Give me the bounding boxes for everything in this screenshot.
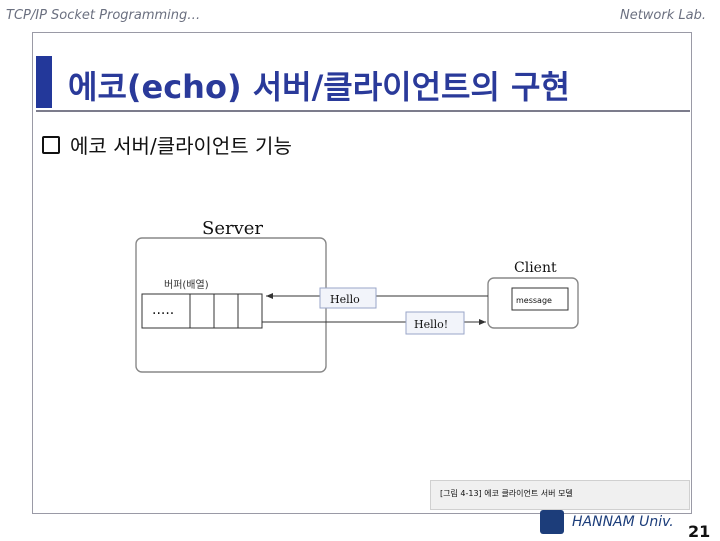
hello-text-bottom: Hello! <box>414 318 448 331</box>
hello-text-top: Hello <box>330 293 360 306</box>
bullet-text: 에코 서버/클라이언트 기능 <box>70 134 292 158</box>
figure-caption: [그림 4-13] 에코 클라이언트 서버 모델 <box>440 489 573 498</box>
hello-message-top <box>319 287 377 309</box>
header-lab-name: Network Lab. <box>619 8 706 23</box>
bullet-item: 에코 서버/클라이언트 기능 <box>42 130 292 159</box>
echo-diagram: Server 버퍼(배열) ····· Client message Hello… <box>135 218 579 373</box>
client-message-text: message <box>516 296 552 305</box>
buffer-array <box>141 293 263 329</box>
title-accent-bar <box>36 56 52 108</box>
page-number: 21 <box>688 522 711 541</box>
university-logo-icon <box>540 510 564 534</box>
footer-university: HANNAM Univ. <box>572 514 674 530</box>
title-underline <box>36 110 690 112</box>
client-message-box <box>511 287 569 311</box>
buffer-dots: ····· <box>152 306 174 322</box>
hello-message-bottom <box>405 311 465 335</box>
checkbox-bullet-icon <box>42 135 60 154</box>
server-label: Server <box>202 218 263 239</box>
client-label: Client <box>514 260 557 276</box>
buffer-label: 버퍼(배열) <box>164 279 209 291</box>
caption-box <box>430 480 690 510</box>
header-course-title: TCP/IP Socket Programming… <box>6 8 201 23</box>
slide-title: 에코(echo) 서버/클라이언트의 구현 <box>68 68 570 106</box>
